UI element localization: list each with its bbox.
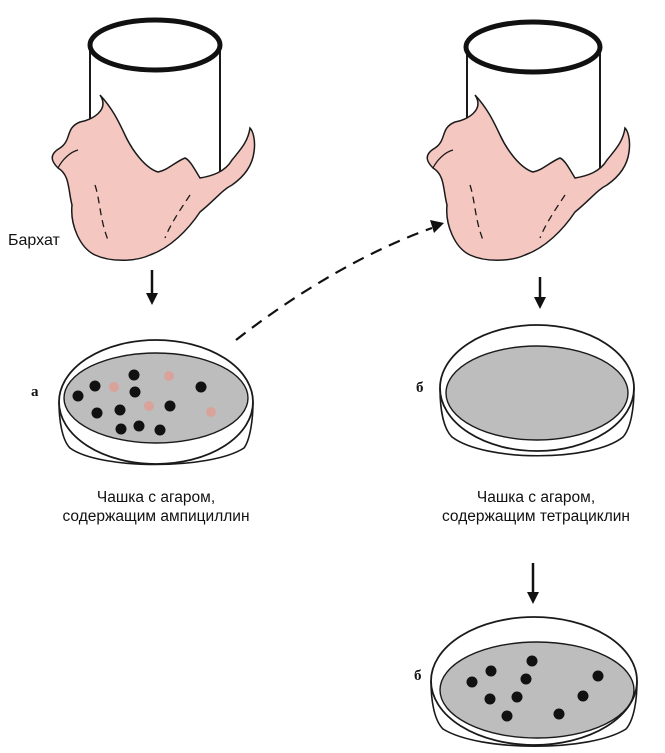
- colony-dark: [486, 666, 497, 677]
- petri-dish-tetracycline: [440, 325, 634, 456]
- plate-a-letter: а: [31, 384, 39, 401]
- colony-dark: [521, 674, 532, 685]
- colony-dark: [134, 421, 145, 432]
- colony-dark: [467, 677, 478, 688]
- colony-pink: [164, 371, 174, 381]
- arrow-down-left: [146, 270, 158, 305]
- colony-dark: [554, 709, 565, 720]
- caption-tetracycline-line1: Чашка с агаром,: [409, 488, 663, 507]
- colony-dark: [116, 424, 127, 435]
- caption-ampicillin-line1: Чашка с агаром,: [30, 488, 282, 507]
- colony-pink: [109, 382, 119, 392]
- colony-dark: [485, 694, 496, 705]
- colony-dark: [196, 382, 207, 393]
- petri-dish-ampicillin: [59, 340, 253, 465]
- colony-dark: [527, 656, 538, 667]
- colony-pink: [144, 401, 154, 411]
- velvet-label: Бархат: [8, 232, 60, 250]
- colony-dark: [92, 408, 103, 419]
- dashed-arc-arrow: [236, 220, 444, 340]
- colony-pink: [206, 407, 216, 417]
- arrow-down-lower: [527, 563, 539, 604]
- colony-dark: [130, 387, 141, 398]
- caption-ampicillin-line2: содержащим ампициллин: [30, 507, 282, 526]
- caption-ampicillin: Чашка с агаром, содержащим ампициллин: [30, 488, 282, 526]
- colony-dark: [512, 692, 523, 703]
- velvet-stamp-right: [427, 22, 629, 260]
- colony-dark: [578, 691, 589, 702]
- arrow-down-right: [534, 277, 546, 309]
- colony-dark: [165, 401, 176, 412]
- colony-dark: [502, 711, 513, 722]
- caption-tetracycline-line2: содержащим тетрациклин: [409, 507, 663, 526]
- colony-dark: [155, 425, 166, 436]
- colony-dark: [129, 370, 140, 381]
- colony-dark: [73, 391, 84, 402]
- plate-b-letter: б: [416, 380, 424, 397]
- colony-dark: [90, 381, 101, 392]
- petri-dish-result: [431, 617, 637, 746]
- plate-c-letter: б: [414, 668, 422, 685]
- colony-dark: [593, 671, 604, 682]
- velvet-stamp-left: [52, 20, 254, 260]
- colony-dark: [115, 405, 126, 416]
- caption-tetracycline: Чашка с агаром, содержащим тетрациклин: [409, 488, 663, 526]
